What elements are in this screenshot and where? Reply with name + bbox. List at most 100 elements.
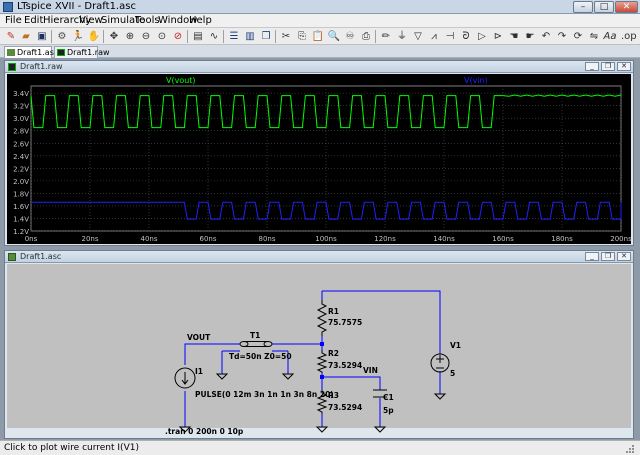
zoom-fit-icon[interactable]: ⊙ xyxy=(157,31,167,42)
halt-icon[interactable]: ✋ xyxy=(87,31,101,42)
waveform-plot-svg[interactable]: 3.4V3.2V3.0V2.8V2.6V2.4V2.2V2.0V1.8V1.6V… xyxy=(7,74,632,244)
undo-icon[interactable]: ↶ xyxy=(541,31,551,42)
resistor-icon[interactable]: ⩘ xyxy=(431,31,437,42)
waveform-window-titlebar[interactable]: Draft1.raw _ ❐ ✕ xyxy=(5,61,633,73)
waveform-minimize-button[interactable]: _ xyxy=(585,62,599,71)
schematic-labels[interactable]: VOUT VIN T1 Td=50n Z0=50 I1 PULSE(0 12m … xyxy=(165,307,461,436)
schematic-canvas[interactable]: VOUT VIN T1 Td=50n Z0=50 I1 PULSE(0 12m … xyxy=(7,264,631,436)
paste-icon[interactable]: 📋 xyxy=(311,31,325,42)
schematic-close-button[interactable]: ✕ xyxy=(617,252,631,261)
zoom-cancel-icon[interactable]: ⊘ xyxy=(173,31,183,42)
pan-icon[interactable]: ✥ xyxy=(109,31,119,42)
close-button[interactable]: ✕ xyxy=(615,1,638,13)
wire-top-v1[interactable] xyxy=(322,290,441,354)
zoom-in-icon[interactable]: ⊕ xyxy=(125,31,135,42)
r2-value-label[interactable]: 73.5294 xyxy=(328,361,362,370)
fft-icon[interactable]: ∿ xyxy=(209,31,219,42)
net-label-vin[interactable]: VIN xyxy=(363,366,378,375)
v1-value-label[interactable]: 5 xyxy=(450,369,455,378)
menu-view[interactable]: View xyxy=(79,15,103,26)
menu-simulate[interactable]: Simulate xyxy=(101,15,146,26)
net-label-vout[interactable]: VOUT xyxy=(187,333,211,342)
tile-vertical-icon[interactable]: ▥ xyxy=(245,31,255,42)
trace-label-vout[interactable]: V(vout) xyxy=(166,76,196,85)
r2-resistor[interactable] xyxy=(316,350,328,373)
menu-tools[interactable]: Tools xyxy=(135,15,160,26)
schematic-minimize-button[interactable]: _ xyxy=(585,252,599,261)
resize-grip-icon[interactable] xyxy=(620,443,636,454)
zoom-out-icon[interactable]: ⊖ xyxy=(141,31,151,42)
find-binoculars-icon[interactable]: ♾ xyxy=(345,31,355,42)
draw-wire-icon[interactable]: ✏ xyxy=(381,31,391,42)
v1-voltage-source[interactable] xyxy=(430,353,450,373)
tab-draft1-raw[interactable]: Draft1.raw xyxy=(54,46,110,58)
c1-capacitor[interactable] xyxy=(373,389,387,398)
save-icon[interactable]: ▣ xyxy=(37,31,47,42)
i1-current-source[interactable] xyxy=(174,367,196,389)
menu-help[interactable]: Help xyxy=(189,15,212,26)
r3-name-label[interactable]: R3 xyxy=(328,391,339,400)
tile-horizontal-icon[interactable]: ☰ xyxy=(229,31,239,42)
text-icon[interactable]: Aa xyxy=(603,31,617,42)
tab-draft1-asc[interactable]: Draft1.asc xyxy=(4,46,58,58)
t1-transmission-line[interactable] xyxy=(239,341,273,347)
v1-name-label[interactable]: V1 xyxy=(450,341,461,350)
control-panel-icon[interactable]: ⚙ xyxy=(57,31,67,42)
components[interactable] xyxy=(174,300,450,433)
minimize-button[interactable]: – xyxy=(573,1,593,13)
trace-label-vin[interactable]: V(vin) xyxy=(464,76,488,85)
wire-vin[interactable] xyxy=(322,376,381,390)
t1-name-label[interactable]: T1 xyxy=(250,331,260,340)
print-icon[interactable]: ⎙ xyxy=(362,31,370,42)
schematic-restore-button[interactable]: ❐ xyxy=(601,252,615,261)
r2-name-label[interactable]: R2 xyxy=(328,349,339,358)
r1-value-label[interactable]: 75.7575 xyxy=(328,318,362,327)
c1-value-label[interactable]: 5p xyxy=(383,406,394,415)
spice-directive[interactable]: .tran 0 200n 0 10p xyxy=(165,427,244,436)
drag-hand-icon[interactable]: ☛ xyxy=(525,31,535,42)
cascade-icon[interactable]: ❐ xyxy=(261,31,271,42)
schematic-svg[interactable]: VOUT VIN T1 Td=50n Z0=50 I1 PULSE(0 12m … xyxy=(7,264,631,438)
component-icon[interactable]: ⊳ xyxy=(493,31,503,42)
i1-name-label[interactable]: I1 xyxy=(195,367,203,376)
find-icon[interactable]: 🔍 xyxy=(327,31,341,42)
copy-icon[interactable]: ⎘ xyxy=(298,31,306,42)
toolbar-separator xyxy=(275,30,276,43)
waveform-restore-button[interactable]: ❐ xyxy=(601,62,615,71)
r3-value-label[interactable]: 73.5294 xyxy=(328,403,362,412)
r1-resistor[interactable] xyxy=(316,300,328,336)
menu-hierarchy[interactable]: Hierarchy xyxy=(43,15,92,26)
label-net-icon[interactable]: ▽ xyxy=(414,31,422,42)
r1-name-label[interactable]: R1 xyxy=(328,307,339,316)
menu-edit[interactable]: Edit xyxy=(24,15,44,26)
menu-file[interactable]: File xyxy=(5,15,22,26)
menu-window[interactable]: Window xyxy=(158,15,198,26)
i1-value-label[interactable]: PULSE(0 12m 3n 1n 1n 3n 8n 20) xyxy=(195,390,334,399)
inductor-icon[interactable]: ᘐ xyxy=(462,31,470,42)
trace-vvout[interactable] xyxy=(30,94,622,129)
rotate-icon[interactable]: ⟳ xyxy=(573,31,583,42)
c1-name-label[interactable]: C1 xyxy=(383,393,394,402)
spice-directive-icon[interactable]: .op xyxy=(621,31,637,42)
new-schematic-icon[interactable]: ✎ xyxy=(6,31,16,42)
cut-icon[interactable]: ✂ xyxy=(281,31,291,42)
autorange-icon[interactable]: ▤ xyxy=(193,31,203,42)
ground-icon[interactable]: ⏚ xyxy=(397,31,407,42)
move-hand-icon[interactable]: ☚ xyxy=(509,31,519,42)
trace-vvin[interactable] xyxy=(31,201,622,220)
ltspice-app-icon[interactable] xyxy=(3,2,13,12)
maximize-button[interactable]: □ xyxy=(594,1,614,13)
mirror-icon[interactable]: ⇋ xyxy=(589,31,599,42)
t1-value-label[interactable]: Td=50n Z0=50 xyxy=(229,352,292,361)
capacitor-icon[interactable]: ⊣ xyxy=(445,31,455,42)
schematic-window-titlebar[interactable]: Draft1.asc _ ❐ ✕ xyxy=(5,251,633,263)
wires[interactable] xyxy=(184,290,441,427)
wire-vout[interactable] xyxy=(184,343,240,365)
diode-icon[interactable]: ▷ xyxy=(478,31,486,42)
open-folder-icon[interactable]: ▰ xyxy=(22,31,30,42)
waveform-close-button[interactable]: ✕ xyxy=(617,62,631,71)
redo-icon[interactable]: ↷ xyxy=(557,31,567,42)
r3-resistor[interactable] xyxy=(316,390,328,414)
run-icon[interactable]: 🏃 xyxy=(71,31,85,42)
